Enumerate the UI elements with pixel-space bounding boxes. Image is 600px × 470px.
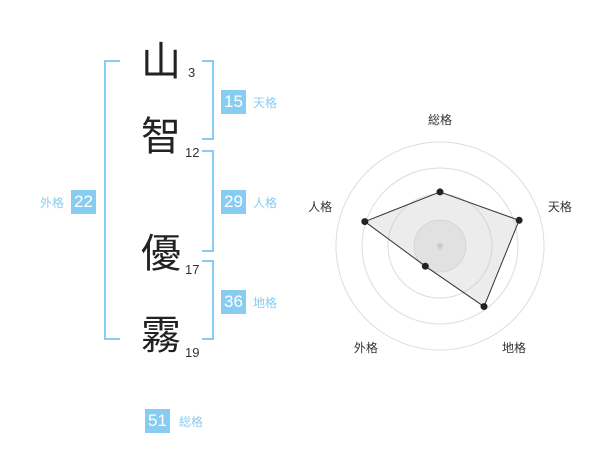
radar-center [437,243,443,249]
radar-ring-4 [335,141,545,351]
name-char-3: 優 [141,231,181,277]
name-char-4: 霧 [141,313,181,359]
radar-axis-label-5: 人格 [308,199,332,214]
jinkaku-bracket [202,150,214,252]
radar-axis-label-1: 総格 [428,112,452,127]
stroke-count-4: 19 [185,345,200,360]
radar-axis-label-4: 外格 [354,340,378,355]
soukaku-value: 51 [145,409,170,433]
jinkaku-value: 29 [221,190,246,214]
name-char-2: 智 [141,114,181,160]
gaikaku-value: 22 [71,190,96,214]
radar-point-2 [515,216,523,224]
gaikaku-bracket [104,60,120,340]
radar-point-3 [480,303,488,311]
radar-point-1 [436,188,444,196]
tenkaku-value: 15 [221,90,246,114]
radar-axis-label-2: 天格 [548,199,572,214]
name-char-1: 山 [141,39,181,85]
chikaku-label: 地格 [253,296,278,310]
stroke-count-1: 3 [188,65,196,80]
soukaku-label: 総格 [179,415,204,429]
radar-ring-3 [361,167,519,325]
jinkaku-label: 人格 [253,196,278,210]
tenkaku-bracket [202,60,214,140]
tenkaku-label: 天格 [253,96,278,110]
radar-axis-label-3: 地格 [502,340,526,355]
chikaku-bracket [202,260,214,340]
radar-point-5 [361,218,369,226]
stroke-count-3: 17 [185,262,200,277]
stroke-count-2: 12 [185,145,200,160]
radar-polygon [363,191,520,308]
radar-point-4 [421,262,429,270]
gaikaku-label: 外格 [40,196,65,210]
chikaku-value: 36 [221,290,246,314]
